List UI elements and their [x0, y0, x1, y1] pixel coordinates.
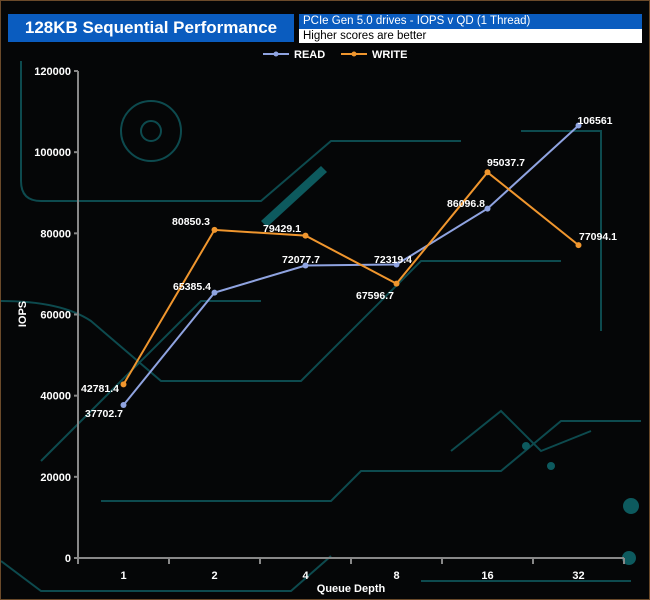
data-label-write: 77094.1 [579, 231, 617, 243]
data-label-write: 67596.7 [356, 290, 394, 302]
data-point-write [393, 280, 400, 287]
series-line-read [122, 124, 580, 406]
y-tick-label: 20000 [40, 472, 71, 484]
y-tick-label: 80000 [40, 228, 71, 240]
data-point-write [302, 232, 309, 239]
x-tick-label: 4 [302, 570, 309, 582]
chart-subtitle: PCIe Gen 5.0 drives - IOPS v QD (1 Threa… [299, 14, 642, 29]
data-point-write [211, 226, 218, 233]
data-label-read: 106561 [577, 115, 612, 127]
data-label-write: 95037.7 [487, 157, 525, 169]
data-label-write: 80850.3 [172, 216, 210, 228]
data-point-read [302, 262, 309, 269]
y-tick-label: 0 [65, 553, 71, 565]
data-point-read [575, 122, 582, 129]
x-tick-label: 8 [393, 570, 399, 582]
data-point-write [575, 242, 582, 249]
x-tick-label: 1 [120, 570, 126, 582]
legend-marker [273, 51, 279, 57]
x-axis-label: Queue Depth [317, 583, 386, 595]
y-tick-label: 120000 [34, 66, 71, 78]
legend-marker [351, 51, 357, 57]
data-label-read: 72077.7 [282, 254, 320, 266]
y-tick-label: 100000 [34, 147, 71, 159]
series-line-write [122, 170, 580, 385]
x-tick-label: 2 [211, 570, 217, 582]
chart-title: 128KB Sequential Performance [8, 14, 294, 42]
legend-label-read: READ [294, 49, 325, 61]
data-label-read: 37702.7 [85, 408, 123, 420]
data-label-write: 79429.1 [263, 223, 301, 235]
data-label-write: 42781.4 [81, 383, 119, 395]
data-point-read [393, 261, 400, 268]
y-axis-label: IOPS [17, 301, 29, 327]
data-label-read: 65385.4 [173, 281, 211, 293]
x-tick-label: 16 [481, 570, 493, 582]
legend-label-write: WRITE [372, 49, 407, 61]
data-point-write [120, 381, 127, 388]
data-point-read [120, 401, 127, 408]
y-tick-label: 60000 [40, 310, 71, 322]
y-tick-label: 40000 [40, 391, 71, 403]
data-point-read [211, 289, 218, 296]
data-point-write [484, 169, 491, 176]
data-point-read [484, 205, 491, 212]
data-label-read: 86096.8 [447, 198, 485, 210]
x-tick-label: 32 [572, 570, 584, 582]
data-label-read: 72319.4 [374, 254, 412, 266]
chart-note: Higher scores are better [299, 29, 642, 43]
